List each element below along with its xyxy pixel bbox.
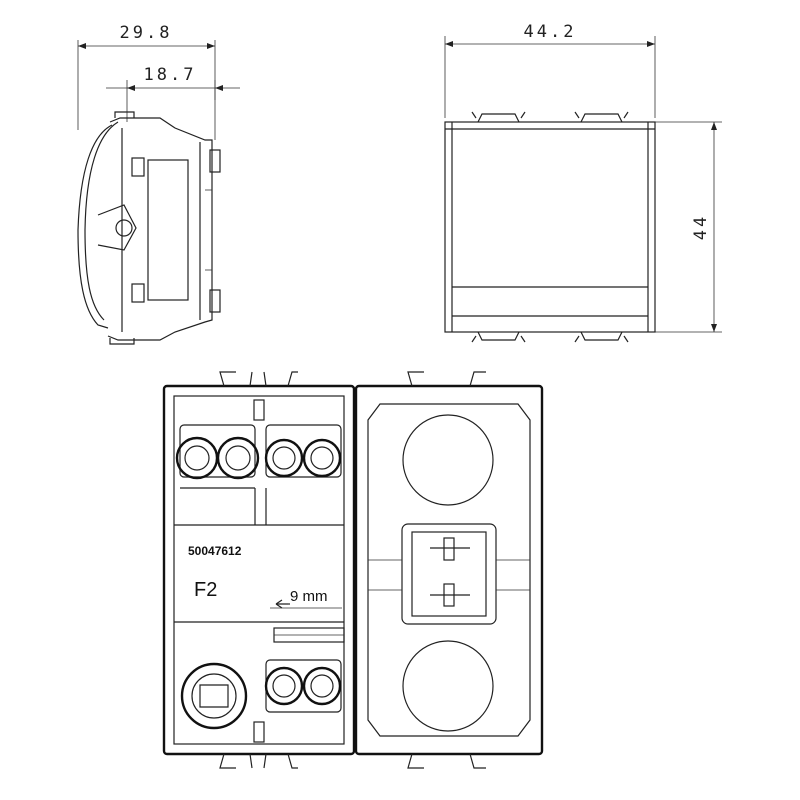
front-view: 44.2 44 (444, 22, 722, 343)
dimension-label-front-width: 44.2 (524, 22, 577, 42)
dimension-front-width: 44.2 (444, 22, 656, 118)
strip-length-label: 9 mm (290, 588, 328, 605)
dimension-label-side-inner: 18.7 (144, 65, 197, 85)
dimension-label-side-overall: 29.8 (120, 23, 173, 43)
strip-length-marker: 9 mm (270, 588, 342, 609)
side-view: 29.8 18.7 (77, 23, 240, 345)
dimension-side-inner: 18.7 (106, 65, 240, 122)
dimension-label-front-height: 44 (691, 214, 711, 240)
rear-right-module (354, 371, 544, 769)
dimension-front-height: 44 (655, 121, 722, 333)
code-label: F2 (194, 579, 217, 601)
dimension-side-overall: 29.8 (77, 23, 216, 140)
terminal-row-bottom (180, 659, 342, 730)
side-body (77, 111, 221, 345)
rear-view: 50047612 F2 9 mm (162, 371, 544, 769)
center-pivot (430, 537, 470, 607)
front-plate (444, 111, 656, 343)
terminal-row-top (175, 424, 342, 480)
part-number: 50047612 (188, 544, 242, 558)
rear-left-module: 50047612 F2 9 mm (162, 371, 356, 769)
